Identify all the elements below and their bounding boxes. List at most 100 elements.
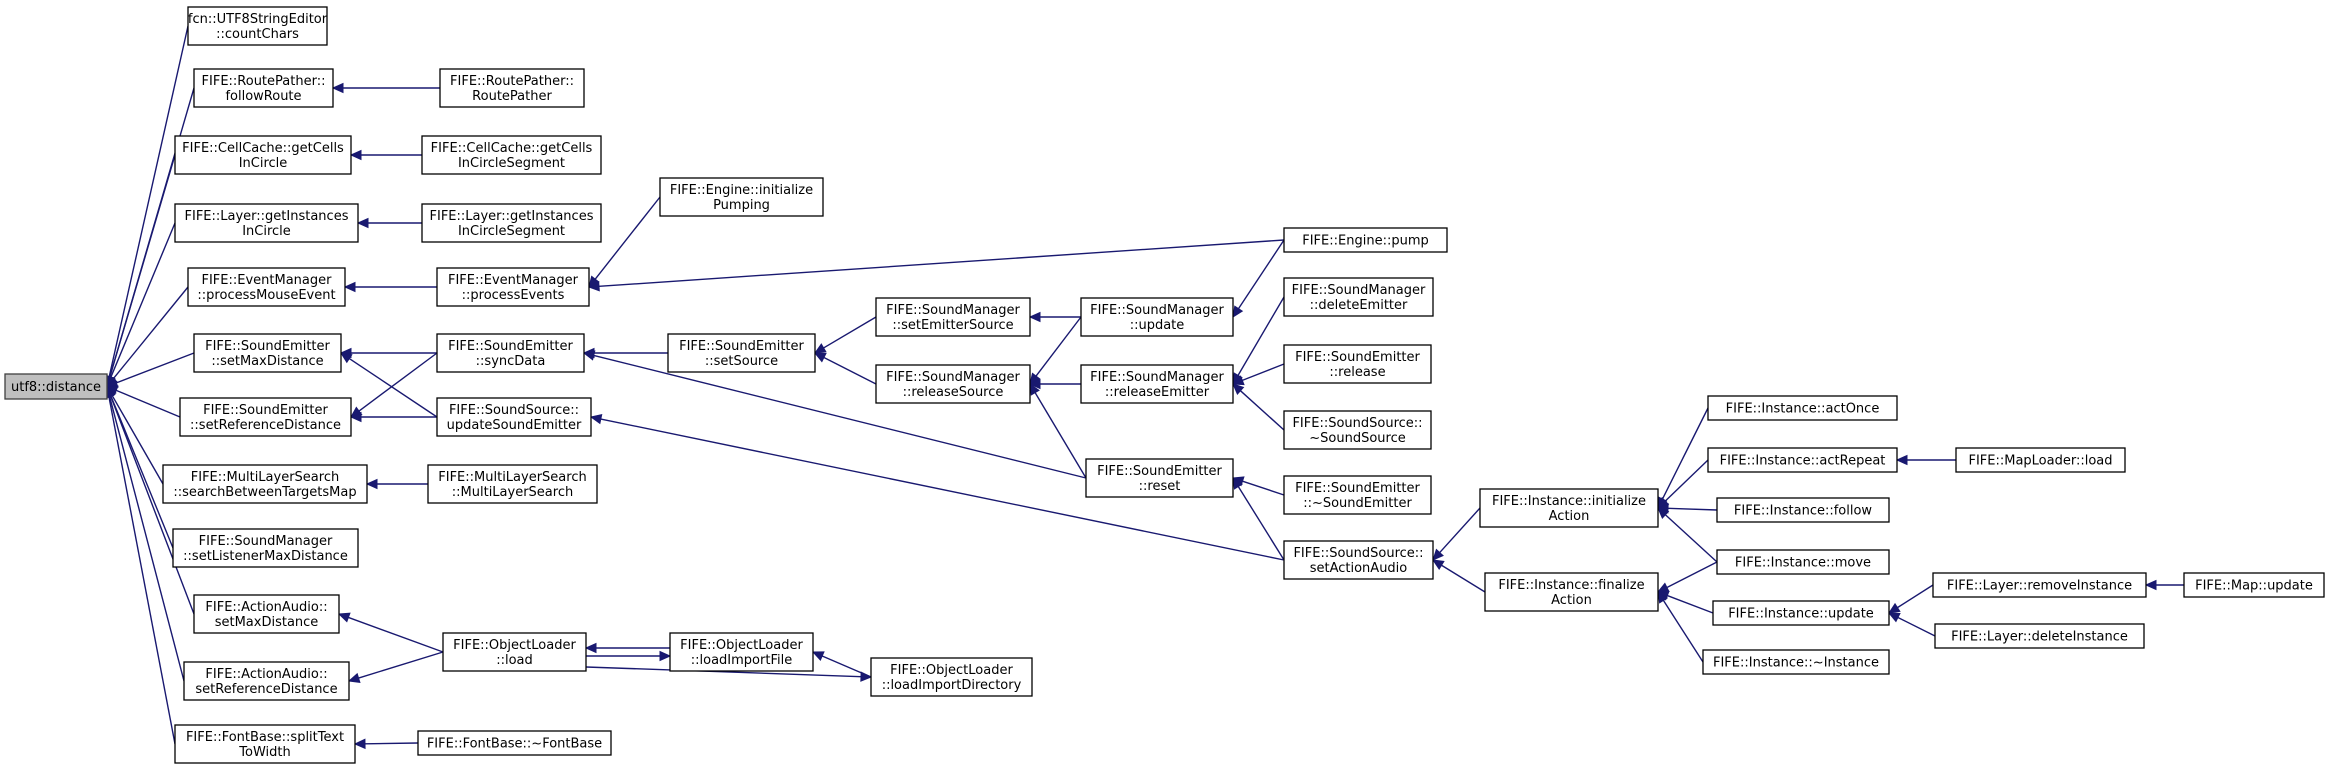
node-label[interactable]: ::searchBetweenTargetsMap xyxy=(173,485,356,500)
node-syncData[interactable]: FIFE::SoundEmitter::syncData xyxy=(436,333,585,373)
node-setActionAudio[interactable]: FIFE::SoundSource::setActionAudio xyxy=(1283,540,1434,580)
node-countChars[interactable]: fcn::UTF8StringEditor::countChars xyxy=(187,6,328,46)
node-label[interactable]: ::processMouseEvent xyxy=(197,288,335,303)
node-label[interactable]: FIFE::Instance::actOnce xyxy=(1726,402,1880,417)
node-label[interactable]: Pumping xyxy=(713,198,770,213)
node-seReset[interactable]: FIFE::SoundEmitter::reset xyxy=(1085,458,1234,498)
node-label[interactable]: ::release xyxy=(1329,365,1385,380)
node-box[interactable] xyxy=(659,177,824,217)
node-label[interactable]: ::load xyxy=(496,653,533,668)
node-label[interactable]: FIFE::MultiLayerSearch xyxy=(438,470,586,485)
node-label[interactable]: FIFE::SoundEmitter xyxy=(203,403,328,418)
node-move[interactable]: FIFE::Instance::move xyxy=(1716,549,1890,575)
node-box[interactable] xyxy=(436,397,592,437)
node-label[interactable]: FIFE::SoundManager xyxy=(1090,303,1224,318)
node-label[interactable]: FIFE::Instance::initialize xyxy=(1492,494,1646,509)
node-box[interactable] xyxy=(179,397,352,437)
node-box[interactable] xyxy=(1283,410,1432,450)
node-label[interactable]: ::deleteEmitter xyxy=(1310,298,1408,313)
node-label[interactable]: ::processEvents xyxy=(462,288,565,303)
node-box[interactable] xyxy=(436,267,590,307)
node-label[interactable]: FIFE::SoundManager xyxy=(886,303,1020,318)
node-box[interactable] xyxy=(427,464,598,504)
node-label[interactable]: InCircle xyxy=(239,156,288,171)
node-box[interactable] xyxy=(1707,395,1898,421)
node-instDestructor[interactable]: FIFE::Instance::~Instance xyxy=(1702,649,1890,675)
node-label[interactable]: FIFE::SoundEmitter xyxy=(1295,481,1420,496)
node-box[interactable] xyxy=(1716,497,1890,523)
node-box[interactable] xyxy=(875,364,1031,404)
node-follow[interactable]: FIFE::Instance::follow xyxy=(1716,497,1890,523)
node-label[interactable]: FIFE::SoundManager xyxy=(1292,283,1426,298)
node-setEmitterSource[interactable]: FIFE::SoundManager::setEmitterSource xyxy=(875,297,1031,337)
node-searchBetweenTargetsMap[interactable]: FIFE::MultiLayerSearch::searchBetweenTar… xyxy=(162,464,368,504)
node-box[interactable] xyxy=(667,333,816,373)
node-instUpdate[interactable]: FIFE::Instance::update xyxy=(1712,600,1890,626)
node-label[interactable]: followRoute xyxy=(225,89,301,104)
node-label[interactable]: FIFE::SoundEmitter xyxy=(679,339,804,354)
node-label[interactable]: FIFE::Instance::update xyxy=(1728,607,1874,622)
node-label[interactable]: FIFE::ObjectLoader xyxy=(453,638,576,653)
node-label[interactable]: ~SoundSource xyxy=(1309,431,1405,446)
node-label[interactable]: FIFE::SoundSource:: xyxy=(1293,546,1423,561)
node-root[interactable]: utf8::distance xyxy=(4,373,108,400)
node-box[interactable] xyxy=(193,594,340,634)
node-followRoute[interactable]: FIFE::RoutePather::followRoute xyxy=(193,68,334,108)
node-box[interactable] xyxy=(417,730,612,756)
node-label[interactable]: FIFE::EventManager xyxy=(448,273,579,288)
node-box[interactable] xyxy=(439,68,585,108)
node-box[interactable] xyxy=(1080,297,1234,337)
node-smUpdate[interactable]: FIFE::SoundManager::update xyxy=(1080,297,1234,337)
node-box[interactable] xyxy=(870,657,1033,697)
node-fontBaseDestructor[interactable]: FIFE::FontBase::~FontBase xyxy=(417,730,612,756)
node-label[interactable]: InCircleSegment xyxy=(458,224,565,239)
node-box[interactable] xyxy=(4,373,108,400)
node-label[interactable]: FIFE::SoundEmitter xyxy=(1295,350,1420,365)
node-actOnce[interactable]: FIFE::Instance::actOnce xyxy=(1707,395,1898,421)
node-label[interactable]: FIFE::Engine::initialize xyxy=(670,183,813,198)
node-label[interactable]: Action xyxy=(1549,509,1590,524)
node-label[interactable]: ::loadImportFile xyxy=(691,653,792,668)
node-box[interactable] xyxy=(193,333,342,373)
node-box[interactable] xyxy=(1283,344,1432,384)
node-label[interactable]: FIFE::FontBase::~FontBase xyxy=(427,737,602,752)
node-label[interactable]: FIFE::Layer::removeInstance xyxy=(1947,579,2132,594)
node-ssDestructor[interactable]: FIFE::SoundSource::~SoundSource xyxy=(1283,410,1432,450)
node-label[interactable]: FIFE::SoundManager xyxy=(1090,370,1224,385)
node-label[interactable]: FIFE::SoundEmitter xyxy=(448,339,573,354)
node-box[interactable] xyxy=(1702,649,1890,675)
node-label[interactable]: FIFE::FontBase::splitText xyxy=(186,730,344,745)
node-box[interactable] xyxy=(2183,572,2325,598)
node-actRepeat[interactable]: FIFE::Instance::actRepeat xyxy=(1707,447,1898,473)
node-setMaxDistanceSE[interactable]: FIFE::SoundEmitter::setMaxDistance xyxy=(193,333,342,373)
node-box[interactable] xyxy=(1080,364,1234,404)
node-label[interactable]: ToWidth xyxy=(238,745,290,760)
node-loadImportFile[interactable]: FIFE::ObjectLoader::loadImportFile xyxy=(669,632,814,672)
node-label[interactable]: ::releaseEmitter xyxy=(1105,385,1210,400)
node-label[interactable]: ::countChars xyxy=(216,27,299,42)
node-label[interactable]: FIFE::Layer::getInstances xyxy=(430,209,594,224)
node-label[interactable]: ::MultiLayerSearch xyxy=(452,485,573,500)
node-label[interactable]: FIFE::Engine::pump xyxy=(1302,234,1428,249)
node-box[interactable] xyxy=(421,203,602,243)
node-box[interactable] xyxy=(187,6,328,46)
node-box[interactable] xyxy=(174,203,359,243)
node-mapLoaderLoad[interactable]: FIFE::MapLoader::load xyxy=(1955,447,2126,473)
node-box[interactable] xyxy=(875,297,1031,337)
node-multiLayerSearch[interactable]: FIFE::MultiLayerSearch::MultiLayerSearch xyxy=(427,464,598,504)
node-label[interactable]: ::setReferenceDistance xyxy=(190,418,341,433)
node-releaseEmitter[interactable]: FIFE::SoundManager::releaseEmitter xyxy=(1080,364,1234,404)
node-processEvents[interactable]: FIFE::EventManager::processEvents xyxy=(436,267,590,307)
node-objLoad[interactable]: FIFE::ObjectLoader::load xyxy=(442,632,587,672)
node-label[interactable]: FIFE::SoundSource:: xyxy=(1292,416,1422,431)
node-label[interactable]: RoutePather xyxy=(472,89,552,104)
node-label[interactable]: ::loadImportDirectory xyxy=(882,678,1022,693)
node-label[interactable]: FIFE::SoundManager xyxy=(886,370,1020,385)
node-loadImportDirectory[interactable]: FIFE::ObjectLoader::loadImportDirectory xyxy=(870,657,1033,697)
node-box[interactable] xyxy=(436,333,585,373)
